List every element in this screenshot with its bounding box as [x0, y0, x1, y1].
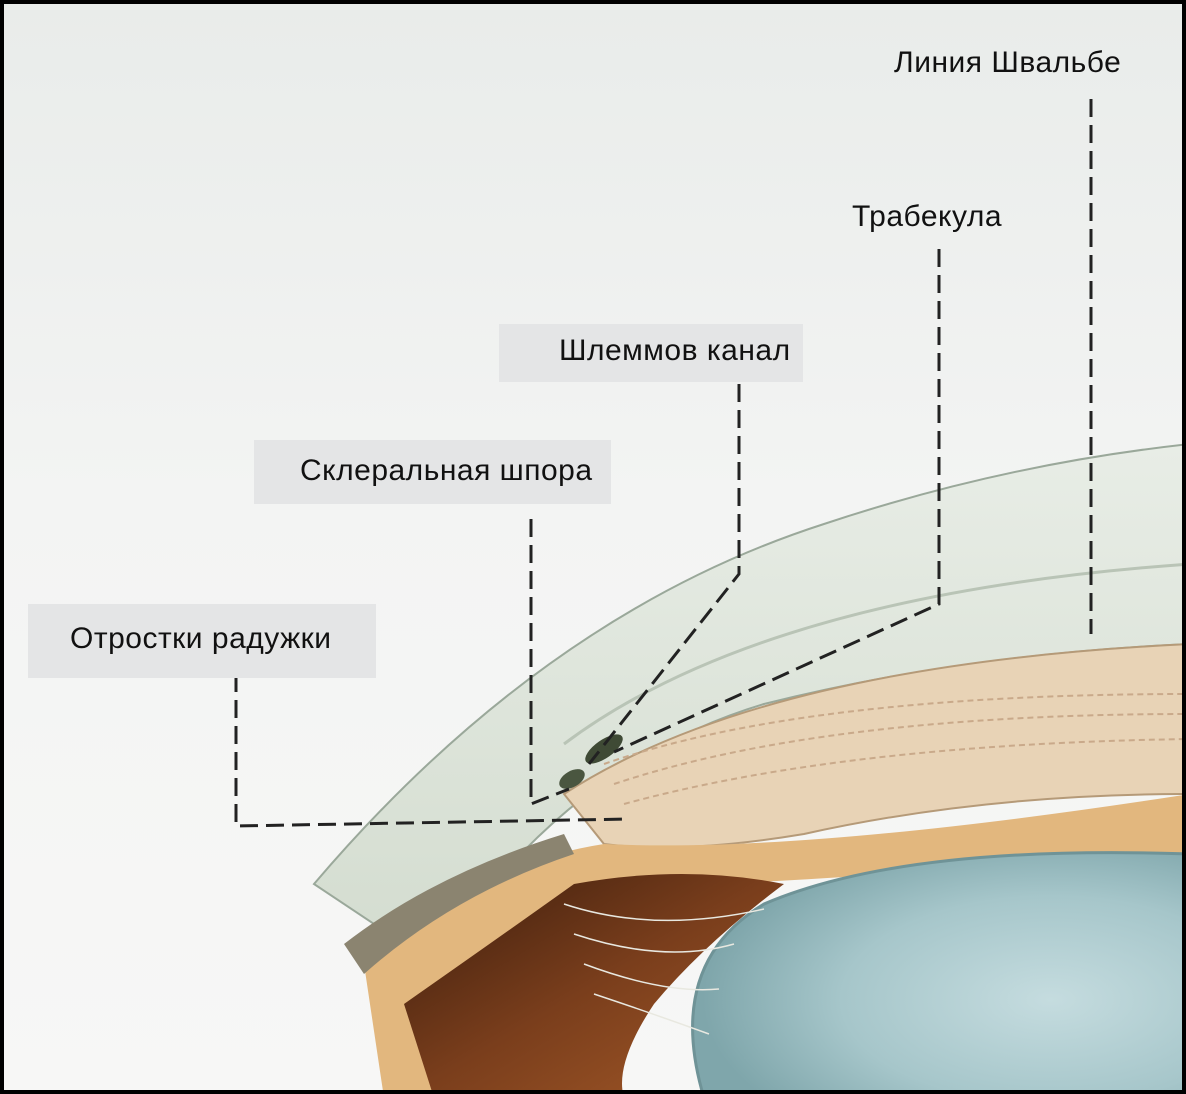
label-iris-processes: Отростки радужки: [28, 604, 376, 678]
eye-anatomy-illustration: [4, 4, 1186, 1094]
label-scleral-spur: Склеральная шпора: [254, 440, 611, 504]
label-schlemm-canal: Шлеммов канал: [499, 324, 803, 382]
label-trabecula: Трабекула: [852, 200, 1002, 234]
label-schwalbe-line: Линия Швальбе: [894, 46, 1121, 80]
